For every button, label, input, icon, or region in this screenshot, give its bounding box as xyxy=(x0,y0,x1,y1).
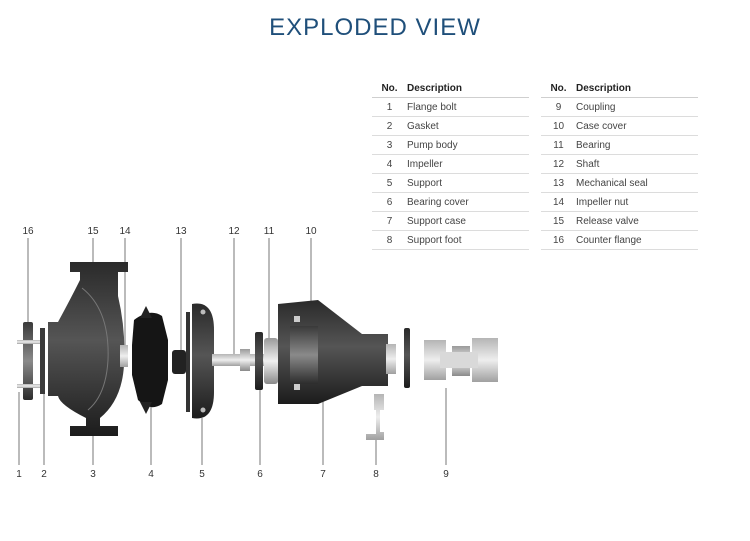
part-number: 14 xyxy=(541,192,576,212)
callout-14: 14 xyxy=(119,226,131,237)
part-number: 4 xyxy=(372,154,407,174)
part-number: 8 xyxy=(372,230,407,250)
part-description: Coupling xyxy=(576,97,698,117)
part-number: 12 xyxy=(541,154,576,174)
part-number: 6 xyxy=(372,192,407,212)
part-description: Impeller nut xyxy=(576,192,698,212)
part-number: 9 xyxy=(541,97,576,117)
part-number: 1 xyxy=(372,97,407,117)
leader-lines xyxy=(18,238,447,465)
part-description: Shaft xyxy=(576,154,698,174)
shaft xyxy=(212,349,264,371)
callout-12: 12 xyxy=(228,226,240,237)
coupling xyxy=(424,338,498,382)
header-no: No. xyxy=(372,79,407,98)
callout-6: 6 xyxy=(257,469,263,480)
counter-flange xyxy=(17,322,45,400)
part-description: Release valve xyxy=(576,211,698,231)
callout-4: 4 xyxy=(148,469,154,480)
case-cover xyxy=(404,328,410,388)
part-description: Flange bolt xyxy=(407,97,529,117)
callout-13: 13 xyxy=(175,226,187,237)
part-description: Bearing cover xyxy=(407,192,529,212)
header-description: Description xyxy=(407,79,529,98)
callout-5: 5 xyxy=(199,469,205,480)
callout-9: 9 xyxy=(443,469,449,480)
table-header-row: No. Description xyxy=(372,79,529,98)
part-description: Pump body xyxy=(407,135,529,155)
gasket xyxy=(40,328,45,394)
support-case xyxy=(278,300,396,404)
support-foot xyxy=(366,394,384,440)
part-number: 5 xyxy=(372,173,407,193)
part-description: Bearing xyxy=(576,135,698,155)
part-number: 3 xyxy=(372,135,407,155)
part-description: Gasket xyxy=(407,116,529,136)
part-number: 13 xyxy=(541,173,576,193)
part-number: 16 xyxy=(541,230,576,250)
part-number: 7 xyxy=(372,211,407,231)
callout-15: 15 xyxy=(87,226,99,237)
mechanical-seal xyxy=(172,312,190,412)
part-number: 11 xyxy=(541,135,576,155)
callout-11: 11 xyxy=(264,226,275,237)
page-title: EXPLODED VIEW xyxy=(269,14,481,41)
callout-7: 7 xyxy=(320,469,326,480)
callout-16: 16 xyxy=(22,226,34,237)
part-number: 15 xyxy=(541,211,576,231)
callout-8: 8 xyxy=(373,469,379,480)
part-description: Support xyxy=(407,173,529,193)
callout-1: 1 xyxy=(16,469,22,480)
table-header-row: No. Description xyxy=(541,79,698,98)
callout-10: 10 xyxy=(305,226,317,237)
part-description: Case cover xyxy=(576,116,698,136)
part-description: Counter flange xyxy=(576,230,698,250)
bearing-cover xyxy=(255,332,278,390)
callout-2: 2 xyxy=(41,469,47,480)
part-number: 2 xyxy=(372,116,407,136)
part-description: Mechanical seal xyxy=(576,173,698,193)
pump-body xyxy=(48,262,128,436)
header-description: Description xyxy=(576,79,698,98)
callout-3: 3 xyxy=(90,469,96,480)
part-description: Support case xyxy=(407,211,529,231)
part-description: Support foot xyxy=(407,230,529,250)
part-number: 10 xyxy=(541,116,576,136)
header-no: No. xyxy=(541,79,576,98)
support-plate xyxy=(192,303,214,419)
impeller xyxy=(132,306,168,414)
part-description: Impeller xyxy=(407,154,529,174)
